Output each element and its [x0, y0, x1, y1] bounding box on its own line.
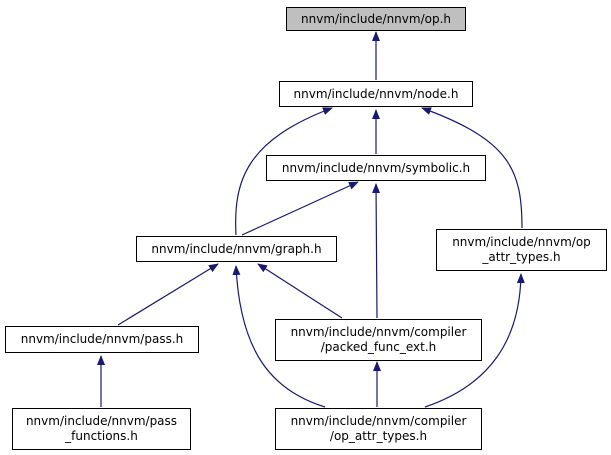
- node-compiler-op-attr-types-h-line2: /op_attr_types.h: [329, 429, 428, 443]
- edge-graph-to-symbolic: [241, 181, 359, 236]
- edge-pass-to-graph: [117, 263, 219, 326]
- node-pass-h[interactable]: nnvm/include/nnvm/pass.h: [5, 326, 199, 353]
- node-compiler-op-attr-types-h[interactable]: nnvm/include/nnvm/compiler /op_attr_type…: [275, 408, 482, 450]
- node-op-attr-types-h[interactable]: nnvm/include/nnvm/op _attr_types.h: [436, 229, 607, 271]
- node-op-attr-types-h-line1: nnvm/include/nnvm/op: [452, 235, 591, 249]
- node-packed-func-ext-h-line2: /packed_func_ext.h: [320, 340, 437, 354]
- node-pass-h-label: nnvm/include/nnvm/pass.h: [20, 332, 184, 346]
- node-packed-func-ext-h-line1: nnvm/include/nnvm/compiler: [290, 325, 467, 339]
- node-graph-h-label: nnvm/include/nnvm/graph.h: [151, 241, 322, 256]
- node-graph-h[interactable]: nnvm/include/nnvm/graph.h: [136, 236, 337, 262]
- edge-op-attr-types-to-node: [421, 107, 523, 229]
- node-pass-functions-h-line1: nnvm/include/nnvm/pass: [25, 414, 178, 428]
- edge-packed-func-ext-to-symbolic: [372, 183, 381, 319]
- node-op-h: nnvm/include/nnvm/op.h: [286, 7, 466, 31]
- node-pass-functions-h-line2: _functions.h: [65, 429, 138, 443]
- node-compiler-op-attr-types-h-line1: nnvm/include/nnvm/compiler: [290, 414, 467, 428]
- node-node-h-label: nnvm/include/nnvm/node.h: [293, 86, 459, 101]
- node-packed-func-ext-h[interactable]: nnvm/include/nnvm/compiler /packed_func_…: [275, 319, 482, 361]
- edge-packed-func-ext-to-graph: [257, 263, 343, 319]
- node-op-attr-types-h-line2: _attr_types.h: [482, 250, 561, 264]
- node-symbolic-h-label: nnvm/include/nnvm/symbolic.h: [281, 160, 471, 175]
- node-op-h-label: nnvm/include/nnvm/op.h: [301, 11, 451, 26]
- node-node-h[interactable]: nnvm/include/nnvm/node.h: [279, 81, 473, 107]
- edge-compiler-op-attr-types-to-graph: [232, 265, 326, 408]
- edge-compiler-op-attr-types-to-op-attr-types: [424, 273, 525, 408]
- node-pass-functions-h[interactable]: nnvm/include/nnvm/pass _functions.h: [12, 408, 191, 450]
- node-symbolic-h[interactable]: nnvm/include/nnvm/symbolic.h: [266, 155, 486, 181]
- edge-graph-to-node: [235, 107, 333, 236]
